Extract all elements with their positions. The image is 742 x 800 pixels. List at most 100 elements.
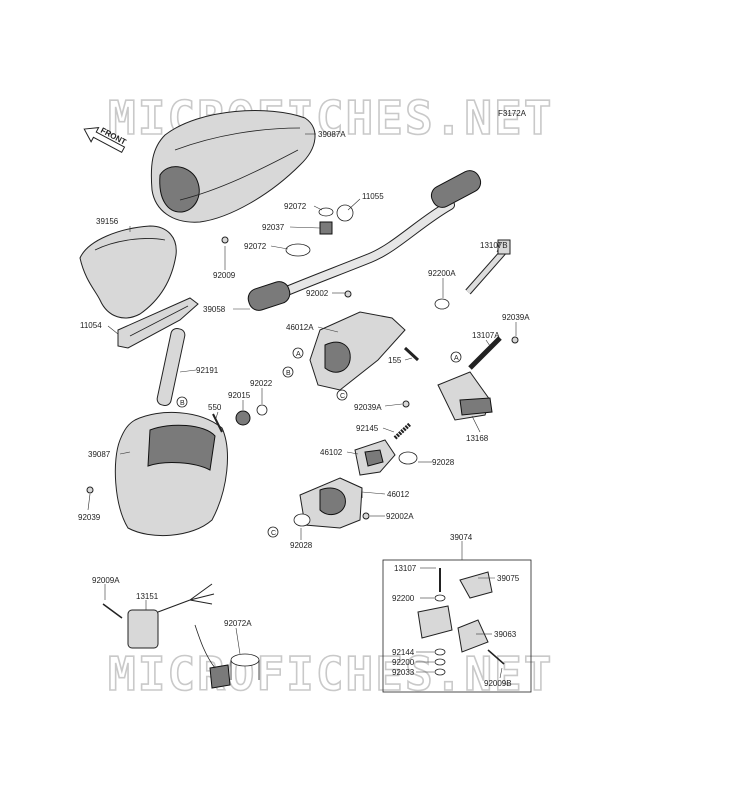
bracket-11054 — [117, 297, 199, 349]
screw-92009B — [487, 649, 505, 665]
front-arrow-icon — [83, 127, 126, 154]
label-13107: 13107 — [394, 564, 417, 573]
handlebar — [247, 170, 482, 311]
label-39075: 39075 — [497, 574, 520, 583]
label-92039A-right: 92039A — [502, 313, 530, 322]
label-92002A: 92002A — [386, 512, 414, 521]
label-39087: 39087 — [88, 450, 111, 459]
label-92200A: 92200A — [428, 269, 456, 278]
washer-92028-right — [398, 451, 418, 465]
ring-92072-mid — [285, 243, 311, 257]
screw-92039A-right — [511, 336, 519, 344]
throttle-housing — [309, 311, 406, 391]
ref-a-left: A — [292, 347, 304, 359]
ref-c-right: C — [336, 389, 348, 401]
washer-92200A — [434, 298, 450, 310]
handlebar-pad — [79, 225, 177, 319]
label-92015: 92015 — [228, 391, 251, 400]
svg-text:A: A — [454, 355, 459, 362]
label-92037: 92037 — [262, 223, 285, 232]
washer-92200-box — [434, 594, 446, 602]
screw-92009 — [221, 236, 229, 244]
cover-39063 — [457, 619, 489, 653]
leader-lines — [87, 133, 517, 679]
washer-92033 — [434, 668, 446, 676]
label-92145: 92145 — [356, 424, 379, 433]
label-92144: 92144 — [392, 648, 415, 657]
label-92009B: 92009B — [484, 679, 512, 688]
label-155: 155 — [388, 356, 402, 365]
label-550: 550 — [208, 403, 222, 412]
label-92072A: 92072A — [224, 619, 252, 628]
svg-text:B: B — [180, 400, 185, 407]
switch-13151 — [127, 583, 215, 649]
label-13107A: 13107A — [472, 331, 500, 340]
watermark-bottom: MICROFICHES.NET — [108, 647, 553, 701]
handlebar-cover-lower — [114, 411, 228, 537]
label-92009A: 92009A — [92, 576, 120, 585]
spring-92145 — [393, 422, 412, 440]
housing-46012 — [299, 477, 363, 529]
svg-text:A: A — [296, 351, 301, 358]
label-92191: 92191 — [196, 366, 219, 375]
label-92002-top: 92002 — [306, 289, 329, 298]
label-46102: 46102 — [320, 448, 343, 457]
label-39156: 39156 — [96, 217, 119, 226]
bolt-13107B — [465, 239, 511, 295]
label-92072-top: 92072 — [284, 202, 307, 211]
clip-92072A — [194, 624, 260, 689]
label-13151: 13151 — [136, 592, 159, 601]
label-92022: 92022 — [250, 379, 273, 388]
pin-13107A — [468, 336, 502, 370]
screw-92009A — [102, 603, 123, 619]
label-11054: 11054 — [80, 321, 102, 330]
label-92200-box: 92200 — [392, 594, 415, 603]
label-92200-box2: 92200 — [392, 658, 415, 667]
label-13168: 13168 — [466, 434, 489, 443]
washer-92144 — [434, 648, 446, 656]
bracket-box — [417, 605, 453, 639]
collar-92037 — [319, 221, 333, 235]
washer-92200-box2 — [434, 658, 446, 666]
svg-text:B: B — [286, 370, 291, 377]
ref-a-right: A — [450, 351, 462, 363]
pin-550 — [212, 413, 223, 433]
label-39058: 39058 — [203, 305, 226, 314]
bracket-13168 — [437, 371, 493, 421]
washer-92022 — [256, 404, 268, 416]
label-39063: 39063 — [494, 630, 517, 639]
label-92039: 92039 — [78, 513, 101, 522]
svg-text:C: C — [340, 393, 345, 400]
handlebar-cover-upper — [150, 110, 316, 223]
label-92039A-mid: 92039A — [354, 403, 382, 412]
washer-92028-low — [293, 513, 311, 527]
label-46012: 46012 — [387, 490, 410, 499]
screw-92039 — [86, 486, 94, 494]
ring-92072-top — [318, 207, 334, 217]
bolt-92002A — [362, 512, 370, 520]
label-92009: 92009 — [213, 271, 236, 280]
figure-code: F3172A — [498, 109, 527, 118]
bolt-92002 — [344, 290, 352, 298]
lever-39075 — [459, 571, 493, 599]
label-92072-mid: 92072 — [244, 242, 267, 251]
subassembly-box — [382, 559, 532, 693]
ref-c-lower: C — [267, 526, 279, 538]
label-46012A: 46012A — [286, 323, 314, 332]
tube-92191 — [156, 328, 186, 406]
ref-b-left: B — [282, 366, 294, 378]
label-92028-low: 92028 — [290, 541, 313, 550]
label-13107B: 13107B — [480, 241, 508, 250]
screw-92039A-mid — [402, 400, 410, 408]
pin-155 — [403, 346, 420, 362]
ref-b-lower: B — [176, 396, 188, 408]
part-labels: 39087A 11055 92072 92037 92072 39156 920… — [78, 130, 530, 688]
lever-46102 — [354, 439, 396, 476]
label-39087A: 39087A — [318, 130, 346, 139]
label-39074: 39074 — [450, 533, 473, 542]
label-11055: 11055 — [362, 192, 384, 201]
nut-92015 — [235, 410, 251, 426]
svg-text:C: C — [271, 530, 276, 537]
label-92033: 92033 — [392, 668, 415, 677]
